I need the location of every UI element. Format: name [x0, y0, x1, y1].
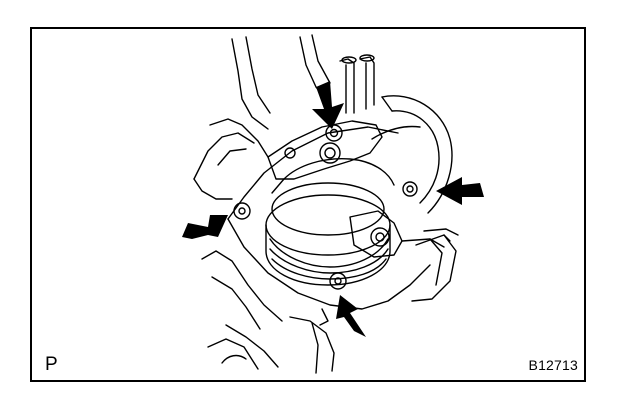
outlet-bracket	[349, 210, 459, 258]
hoses	[339, 54, 375, 114]
callout-arrows	[182, 81, 484, 337]
flange-bolts	[233, 181, 418, 290]
pressure-fitting	[411, 234, 457, 302]
lower-body	[201, 250, 335, 374]
pump-illustration	[182, 34, 484, 374]
illustration-frame: P B12713	[30, 27, 586, 382]
mounting-bracket	[193, 34, 331, 200]
reservoir-pipe	[381, 95, 453, 214]
callout-arrow-top	[312, 81, 344, 129]
figure-code-label: B12713	[528, 357, 578, 373]
callout-arrow-right	[436, 177, 484, 205]
view-marker-label: P	[45, 354, 58, 375]
callout-arrow-left	[182, 215, 228, 239]
pump-housing	[227, 126, 431, 310]
bracket-plate	[267, 120, 421, 180]
callout-arrow-bottom	[336, 295, 366, 337]
